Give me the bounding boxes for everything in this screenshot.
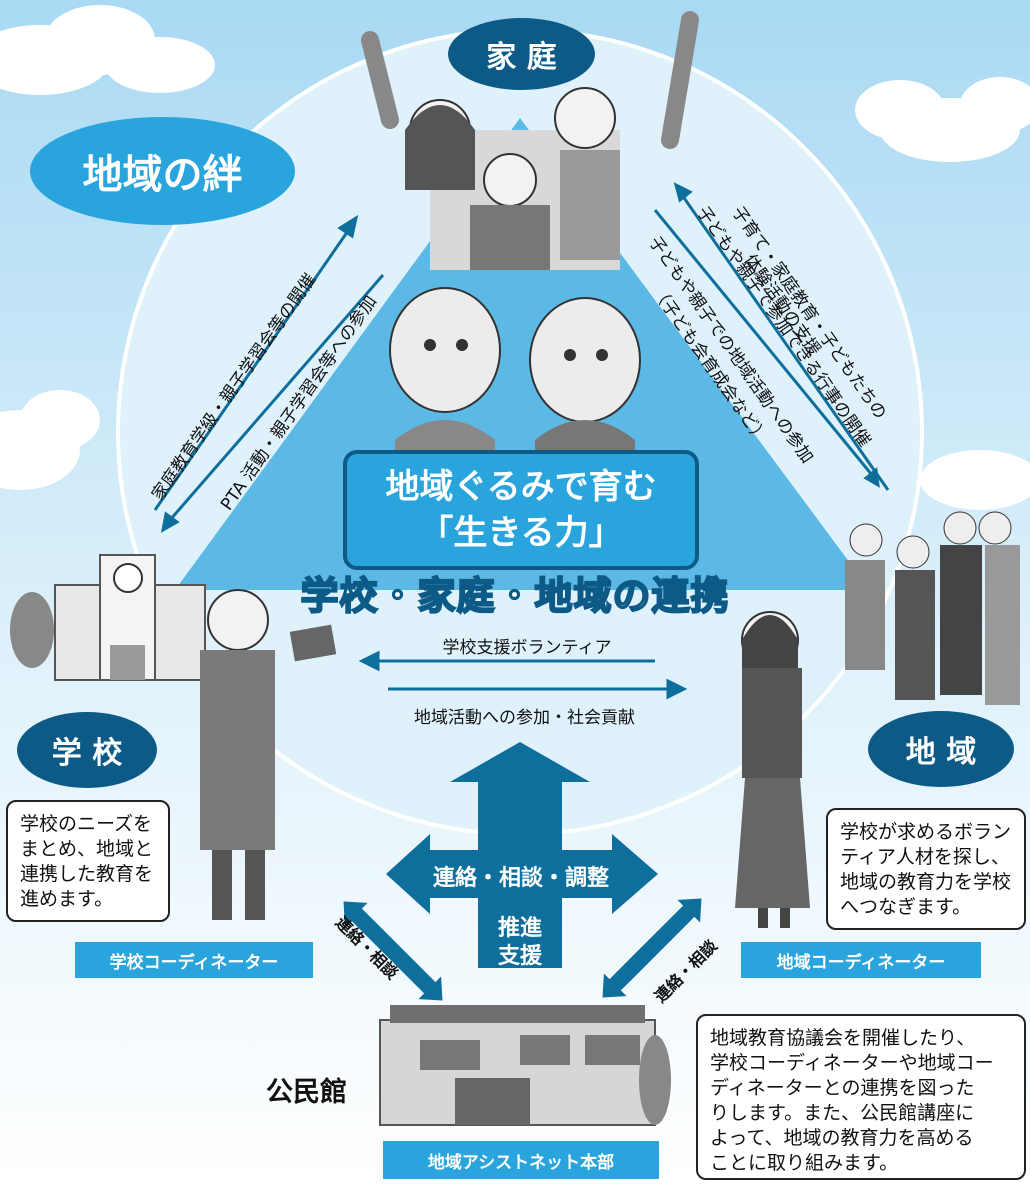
left-arrows xyxy=(153,214,385,533)
right-diagonal-arrow xyxy=(602,898,702,998)
kizuna-node: 地域の絆 xyxy=(30,117,295,225)
cloud-icon xyxy=(855,77,1030,162)
hub-vertical-label-2: 支援 xyxy=(497,944,542,969)
cloud-icon xyxy=(920,450,1030,510)
volunteer-label: 学校支援ボランティア xyxy=(442,638,612,658)
hub-horizontal-label: 連絡・相談・調整 xyxy=(432,866,609,891)
hub-vertical-label-1: 推進 xyxy=(497,916,542,941)
school-node: 学 校 xyxy=(17,712,157,788)
horizontal-arrow xyxy=(386,834,658,914)
central-title-line2: 「生きる力」 xyxy=(419,513,623,553)
kominkan-bubble: 地域教育協議会を開催したり、 学校コーディネーターや地域コー ディネーターとの連… xyxy=(696,1014,1026,1180)
hq-label: 地域アシストネット本部 xyxy=(383,1141,659,1179)
partnership-subtitle: 学校・家庭・地域の連携 xyxy=(299,573,730,619)
kominkan-building-illustration xyxy=(379,1005,671,1126)
community-label: 地 域 xyxy=(905,735,977,770)
school-coordinator-illustration xyxy=(200,589,337,920)
school-bubble: 学校のニーズを まとめ、地域と 連携した教育を 進めます。 xyxy=(6,800,170,922)
community-coordinator-label: 地域コーディネーター xyxy=(741,942,981,978)
school-coordinator-label: 学校コーディネーター xyxy=(75,942,313,978)
community-node: 地 域 xyxy=(868,711,1014,787)
school-building-illustration xyxy=(10,554,206,681)
kominkan-label: 公民館 xyxy=(266,1077,347,1108)
cloud-icon xyxy=(0,5,215,95)
children-illustration xyxy=(389,287,641,460)
middle-arrows xyxy=(358,650,688,700)
family-label: 家 庭 xyxy=(486,40,557,75)
central-title-line1: 地域ぐるみで育む xyxy=(385,467,657,507)
community-bubble: 学校が求めるボラン ティア人材を探し、 地域の教育力を学校 へつなぎます。 xyxy=(826,808,1026,930)
family-node: 家 庭 xyxy=(448,18,595,90)
community-activity-label: 地域活動への参加・社会貢献 xyxy=(414,708,635,728)
right-arrows xyxy=(653,182,890,491)
community-coordinator-illustration xyxy=(735,611,810,928)
school-label: 学 校 xyxy=(51,736,123,771)
left-diagonal-arrow xyxy=(343,901,443,1001)
family-illustration xyxy=(361,11,699,270)
cloud-icon xyxy=(0,390,100,490)
community-people-illustration xyxy=(845,511,1020,705)
kizuna-label: 地域の絆 xyxy=(82,152,243,198)
central-title-box: 地域ぐるみで育む 「生きる力」 xyxy=(343,450,699,570)
